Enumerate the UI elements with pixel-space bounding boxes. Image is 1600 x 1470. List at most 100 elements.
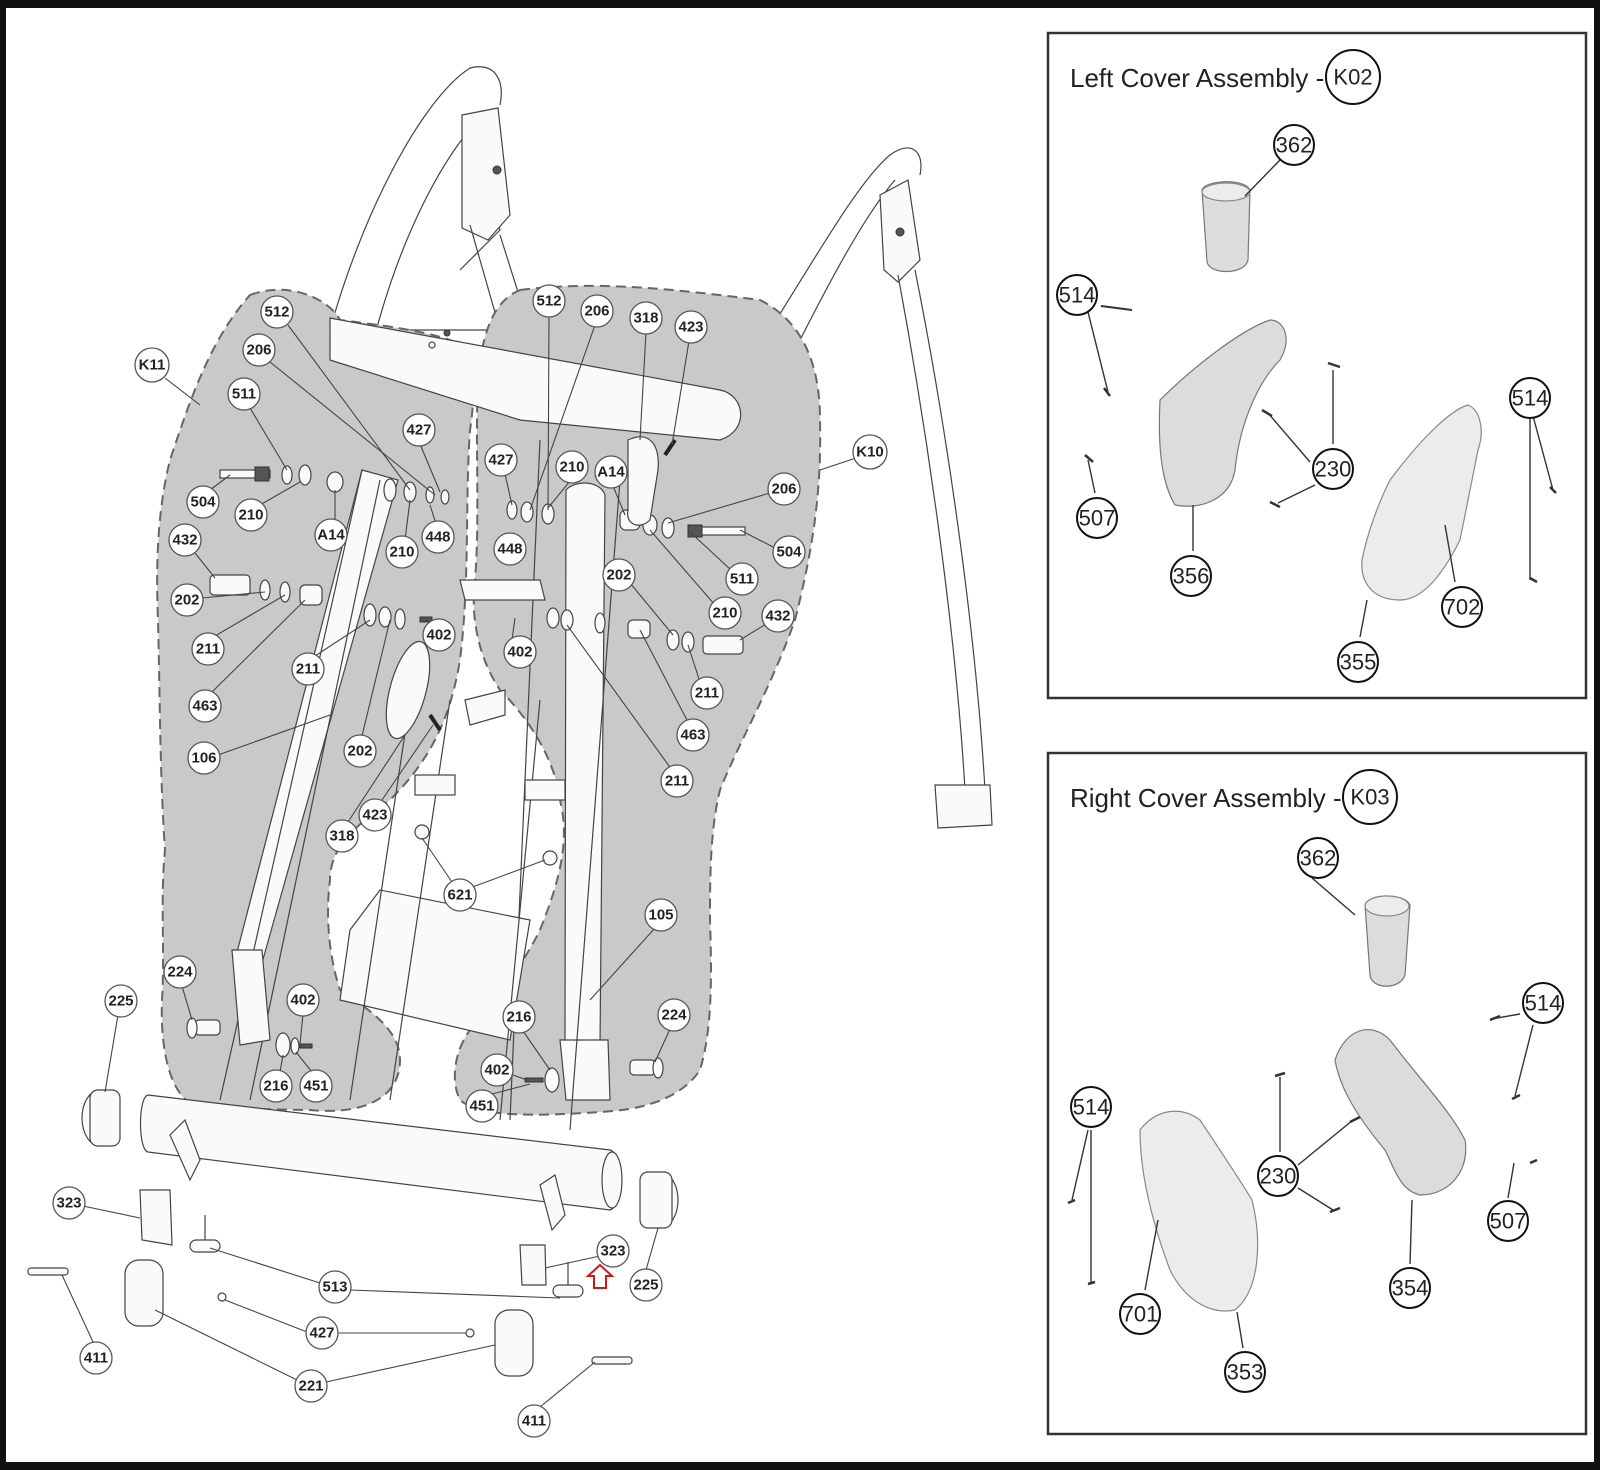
callout-label: 225 — [633, 1277, 658, 1294]
callout-label: 463 — [680, 727, 705, 744]
callout-427: 427 — [484, 443, 518, 477]
callout-bubble — [1257, 1155, 1299, 1197]
callout-bubble — [517, 1404, 551, 1438]
callout-label: 513 — [322, 1279, 347, 1296]
callout-202: 202 — [602, 558, 636, 592]
callout-bubble — [1056, 274, 1098, 316]
left-cover-assembly-panel: Left Cover Assembly - K02 — [1046, 31, 1588, 700]
callout-402: 402 — [422, 618, 456, 652]
callout-211: 211 — [690, 676, 724, 710]
callout-225: 225 — [104, 984, 138, 1018]
callout-221: 221 — [294, 1369, 328, 1403]
callout-202: 202 — [170, 583, 204, 617]
callout-label: 701 — [1122, 1302, 1159, 1327]
callout-bubble — [343, 734, 377, 768]
callout-354: 354 — [1389, 1267, 1431, 1309]
callout-463: 463 — [676, 718, 710, 752]
callout-bubble — [1170, 555, 1212, 597]
callout-bubble — [1337, 641, 1379, 683]
callout-bubble — [191, 632, 225, 666]
callout-bubble — [1487, 1200, 1529, 1242]
callout-bubble — [580, 294, 614, 328]
callout-bubble — [259, 1069, 293, 1103]
callout-label: 514 — [1525, 991, 1562, 1016]
callout-bubble — [318, 1270, 352, 1304]
callout-label: 202 — [347, 743, 372, 760]
callout-224: 224 — [657, 998, 691, 1032]
callout-bubble — [629, 301, 663, 335]
callout-210: 210 — [385, 535, 419, 569]
callout-bubble — [690, 676, 724, 710]
callout-label: 402 — [426, 627, 451, 644]
callout-210: 210 — [555, 450, 589, 484]
callout-355: 355 — [1337, 641, 1379, 683]
callout-411: 411 — [79, 1341, 113, 1375]
callout-bubble — [422, 618, 456, 652]
callout-bubble — [602, 558, 636, 592]
callout-512: 512 — [260, 295, 294, 329]
callout-507: 507 — [1487, 1200, 1529, 1242]
callout-label: 411 — [84, 1350, 108, 1367]
callout-label: 621 — [447, 887, 472, 904]
callout-323: 323 — [596, 1234, 630, 1268]
callout-411: 411 — [517, 1404, 551, 1438]
callout-bubble — [325, 819, 359, 853]
callout-206: 206 — [767, 472, 801, 506]
callout-bubble — [314, 518, 348, 552]
callout-label: 356 — [1173, 564, 1210, 589]
callout-bubble — [385, 535, 419, 569]
callout-202: 202 — [343, 734, 377, 768]
callout-label: 210 — [559, 459, 584, 476]
callout-bubble — [594, 455, 628, 489]
callout-label: 427 — [488, 452, 513, 469]
callout-label: 507 — [1490, 1209, 1527, 1234]
callout-label: A14 — [317, 527, 345, 544]
callout-206: 206 — [242, 333, 276, 367]
callout-label: 318 — [633, 310, 658, 327]
callout-bubble — [1070, 1086, 1112, 1128]
callout-label: 423 — [362, 807, 387, 824]
callout-bubble — [421, 520, 455, 554]
callout-bubble — [629, 1268, 663, 1302]
callout-bubble — [503, 635, 537, 669]
callout-211: 211 — [291, 652, 325, 686]
callout-356: 356 — [1170, 555, 1212, 597]
callout-423: 423 — [358, 798, 392, 832]
callout-bubble — [708, 596, 742, 630]
callout-label: 507 — [1079, 506, 1116, 531]
callout-448: 448 — [493, 532, 527, 566]
callout-206: 206 — [580, 294, 614, 328]
callout-507: 507 — [1076, 497, 1118, 539]
callout-label: 216 — [263, 1078, 288, 1095]
rear-stabilizer — [27, 1089, 679, 1377]
callout-k10: K10 — [852, 434, 888, 470]
callout-513: 513 — [318, 1270, 352, 1304]
callout-463: 463 — [188, 689, 222, 723]
callout-bubble — [502, 1000, 536, 1034]
callout-a14: A14 — [594, 455, 628, 489]
callout-bubble — [532, 284, 566, 318]
callout-bubble — [305, 1316, 339, 1350]
callout-label: 202 — [174, 592, 199, 609]
callout-bubble — [1389, 1267, 1431, 1309]
callout-451: 451 — [465, 1089, 499, 1123]
callout-label: 211 — [695, 685, 719, 702]
callout-bubble — [188, 689, 222, 723]
callout-label: 448 — [497, 541, 522, 558]
callout-511: 511 — [227, 377, 261, 411]
callout-bubble — [294, 1369, 328, 1403]
left-bearing-stack — [209, 464, 450, 740]
callout-label: 211 — [196, 641, 220, 658]
callout-k11: K11 — [134, 347, 170, 383]
callout-bubble — [358, 798, 392, 832]
callout-label: A14 — [597, 464, 625, 481]
callout-bubble — [596, 1234, 630, 1268]
callout-label: K11 — [139, 357, 166, 374]
callout-432: 432 — [761, 599, 795, 633]
callout-bubble — [1522, 982, 1564, 1024]
callout-label: 504 — [776, 544, 802, 561]
right-cover-assembly-title: Right Cover Assembly - — [1070, 783, 1342, 813]
lower-hardware — [186, 824, 664, 1093]
callout-211: 211 — [191, 632, 225, 666]
